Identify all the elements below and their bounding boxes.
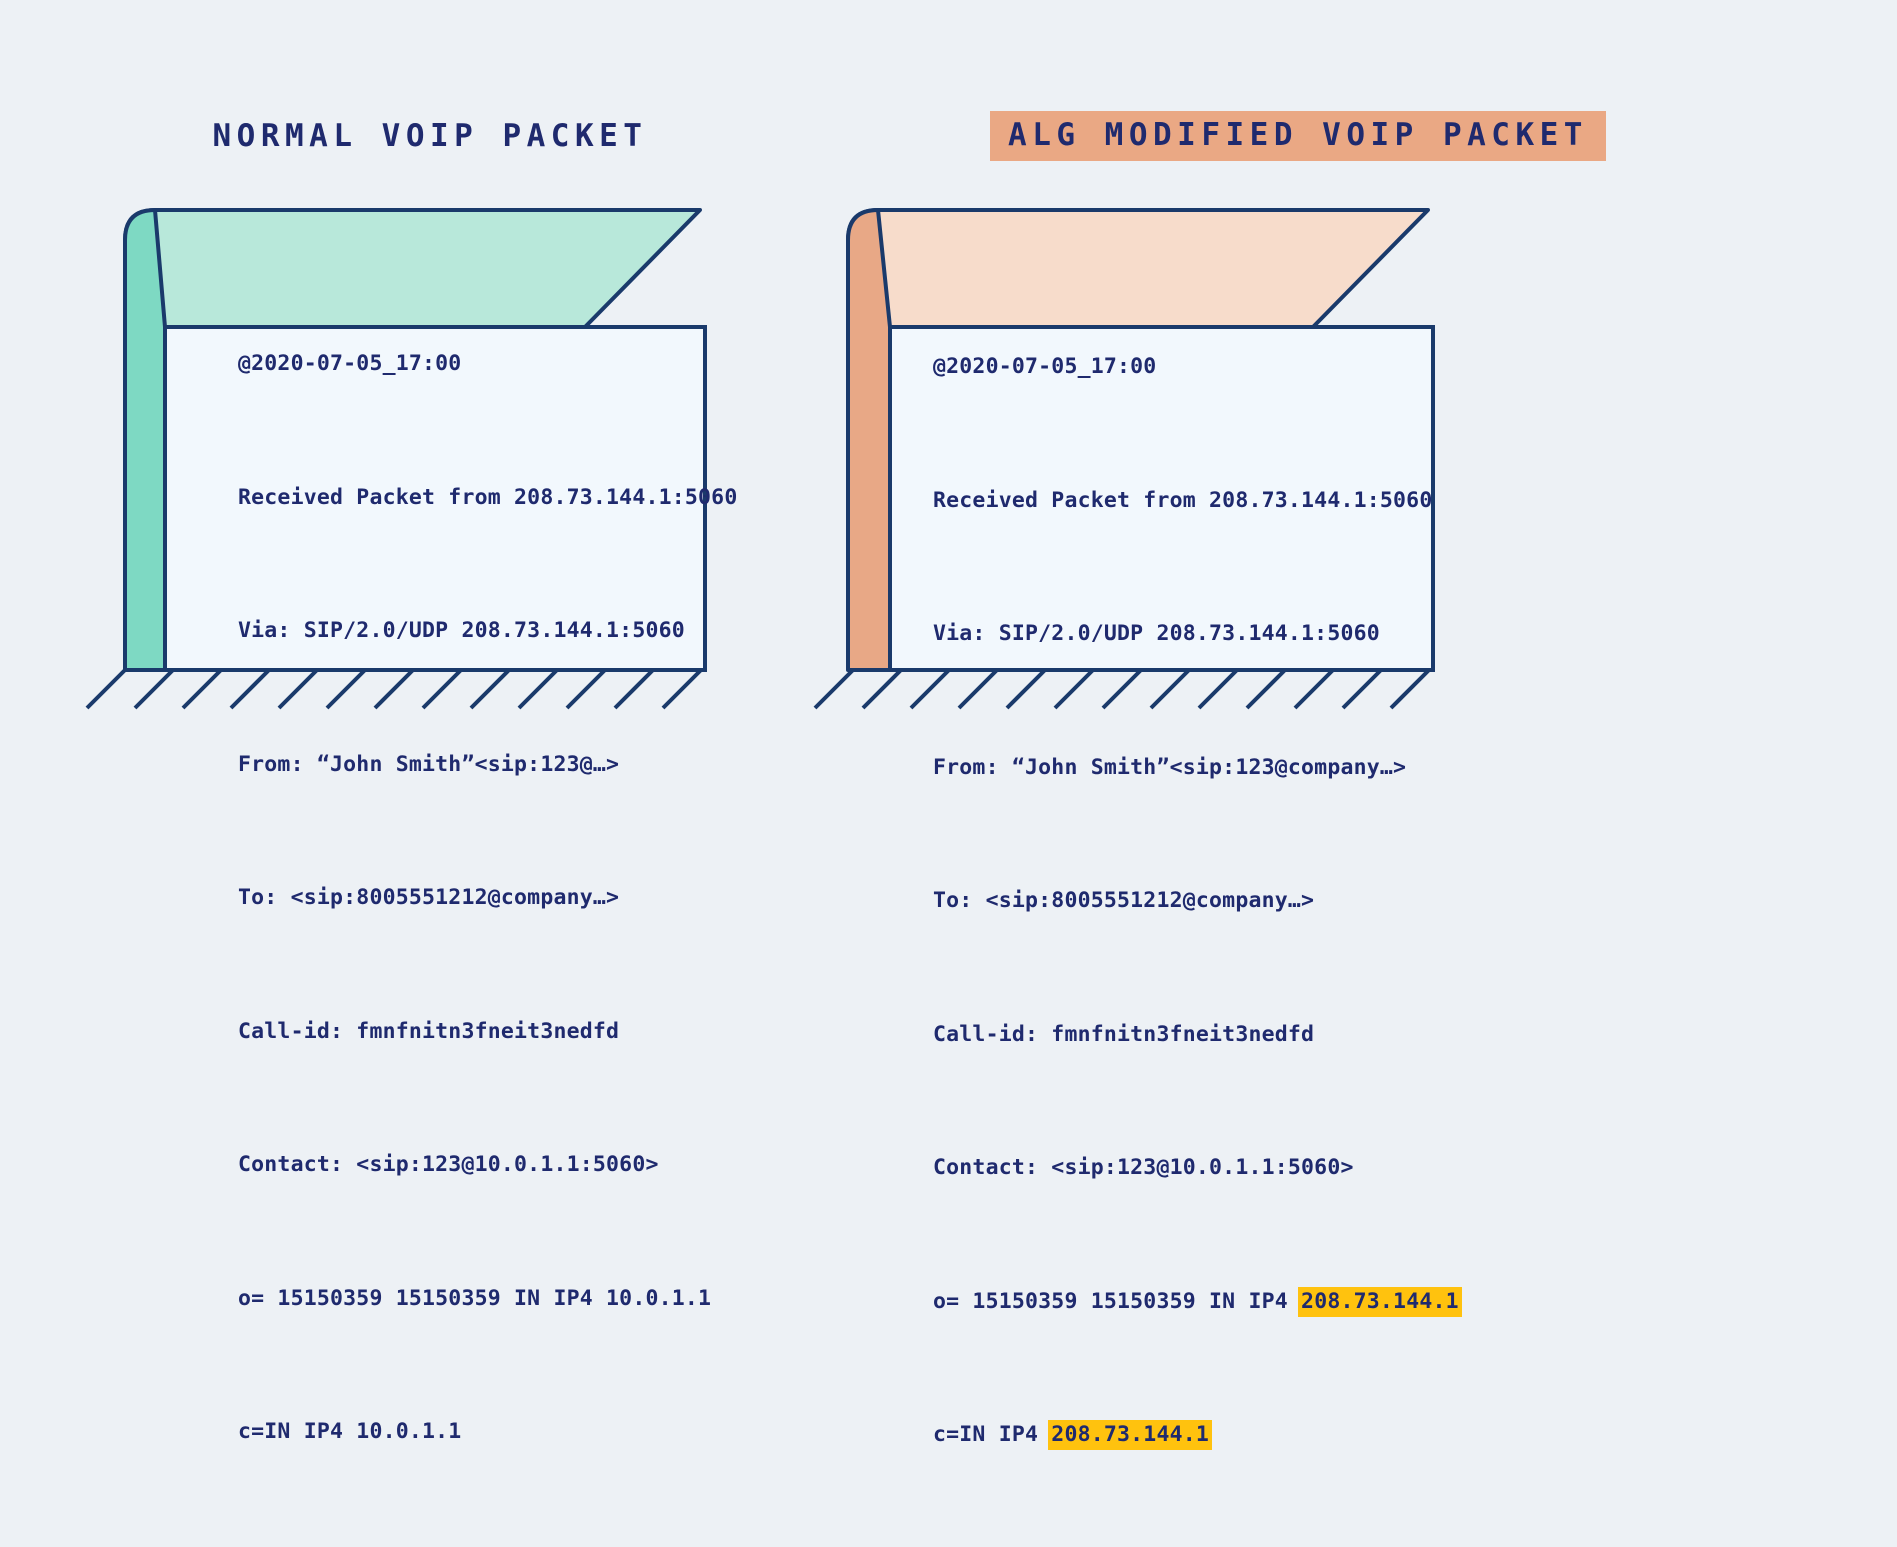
packet-line: From: “John Smith”<sip:123@company…> [933,754,1407,780]
packet-line-connection: c=IN IP4 208.73.144.1 [933,1413,1459,1458]
packet-line: Received Packet from 208.73.144.1:5060 [933,487,1433,513]
page-title-alg-modified: ALG MODIFIED VOIP PACKET [990,111,1606,161]
packet-line-connection-text: c=IN IP4 [933,1422,1052,1447]
box-front-face-normal [163,325,707,672]
page-title-normal: NORMAL VOIP PACKET [212,117,648,154]
packet-line: To: <sip:8005551212@company…> [238,885,620,910]
modified-ip-highlight-connection: 208.73.144.1 [1048,1420,1213,1450]
ground-hatching-alg [813,668,1435,710]
packet-line: Contact: <sip:123@10.0.1.1:5060> [933,1155,1354,1180]
packet-line: Call-id: fmnfnitn3fneit3nedfd [933,1021,1315,1047]
packet-line: To: <sip:8005551212@company…> [933,888,1315,913]
packet-box-shape-alg [813,208,1435,710]
diagram-canvas: NORMAL VOIP PACKET [0,0,1748,1450]
box-side-face-normal [123,208,167,672]
packet-line: Via: SIP/2.0/UDP 208.73.144.1:5060 [238,618,685,643]
packet-panel-normal: NORMAL VOIP PACKET [0,0,860,1444]
packet-line: c=IN IP4 10.0.1.1 [238,1419,462,1444]
packet-log-alg-modified: @2020-07-05_17:00 Received Packet from 2… [933,256,1462,1547]
packet-panel-alg-modified: ALG MODIFIED VOIP PACKET [813,0,1748,1450]
packet-line: @2020-07-05_17:00 [238,351,462,376]
panel-title-row-normal: NORMAL VOIP PACKET [0,112,860,160]
packet-line: Via: SIP/2.0/UDP 208.73.144.1:5060 [933,621,1380,646]
packet-log-normal: @2020-07-05_17:00 Received Packet from 2… [238,253,737,1544]
packet-box-alg-modified: @2020-07-05_17:00 Received Packet from 2… [813,205,1748,1450]
modified-ip-highlight-origin: 208.73.144.1 [1298,1286,1462,1317]
panel-title-row-alg: ALG MODIFIED VOIP PACKET [848,111,1748,161]
box-side-face-alg [846,208,892,672]
packet-box-shape-normal [85,208,707,710]
packet-line: @2020-07-05_17:00 [933,354,1157,379]
packet-line: o= 15150359 15150359 IN IP4 10.0.1.1 [238,1285,712,1311]
packet-line: Contact: <sip:123@10.0.1.1:5060> [238,1152,659,1177]
packet-line-origin-text: o= 15150359 15150359 IN IP4 [933,1288,1302,1314]
packet-line: Received Packet from 208.73.144.1:5060 [238,484,738,510]
packet-line-origin: o= 15150359 15150359 IN IP4 208.73.144.1 [933,1280,1462,1325]
ground-hatching-normal [85,668,707,710]
packet-box-normal: @2020-07-05_17:00 Received Packet from 2… [0,205,860,1444]
box-front-face-alg [888,325,1435,672]
packet-line: Call-id: fmnfnitn3fneit3nedfd [238,1018,620,1044]
packet-line: From: “John Smith”<sip:123@…> [238,751,620,777]
